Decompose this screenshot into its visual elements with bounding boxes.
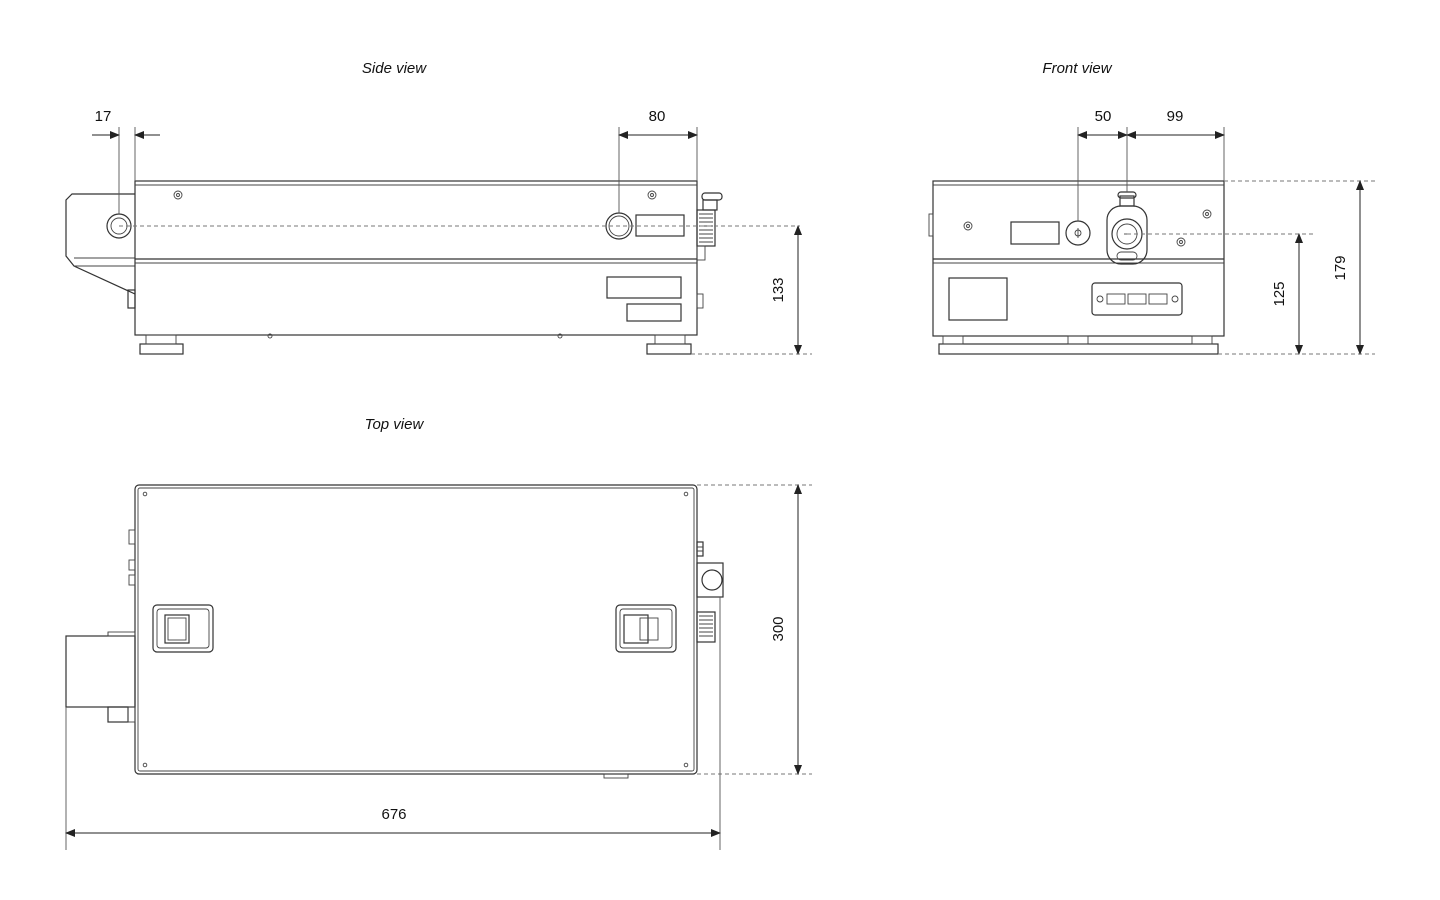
knob-icon [1117, 191, 1137, 199]
top-view-title: Top view [365, 416, 425, 433]
front-view-title: Front view [1042, 60, 1112, 77]
connector-icon [1106, 293, 1126, 305]
side-main-body [134, 180, 698, 336]
connector-icon [1148, 293, 1168, 305]
screw-icon [1202, 209, 1212, 219]
dim-label: 80 [649, 108, 666, 125]
knob-icon [701, 192, 723, 201]
top-view: Top view 3 [65, 416, 812, 850]
top-connector [696, 611, 716, 643]
front-base [938, 343, 1219, 355]
side-left-housing [65, 193, 136, 295]
dim-label: 300 [770, 616, 787, 641]
connector-panel [1091, 282, 1183, 316]
screw-icon [173, 190, 183, 200]
dim-label: 17 [95, 108, 112, 125]
dim-label: 676 [381, 806, 406, 823]
foot [646, 343, 692, 355]
foot [139, 343, 184, 355]
top-port-block [696, 562, 724, 598]
front-view: Front view [928, 60, 1375, 355]
side-connector [696, 209, 716, 247]
dim-label: 99 [1167, 108, 1184, 125]
dim-label: 179 [1332, 255, 1349, 280]
top-main-body [134, 484, 698, 775]
dim-label: 133 [770, 277, 787, 302]
handle [615, 604, 677, 653]
top-left-housing [65, 635, 136, 708]
screw-icon [963, 221, 973, 231]
front-vent-panel [948, 277, 1008, 321]
side-view: Side view [65, 60, 812, 355]
connector-icon [1127, 293, 1147, 305]
screw-icon [1176, 237, 1186, 247]
handle [152, 604, 214, 653]
dim-label: 50 [1095, 108, 1112, 125]
side-view-title: Side view [362, 60, 427, 77]
dim-label: 125 [1271, 281, 1288, 306]
fiber-port-icon [1106, 205, 1148, 265]
screw-icon [647, 190, 657, 200]
side-label-plate [635, 214, 685, 237]
side-label-plate [626, 303, 682, 322]
side-label-plate [606, 276, 682, 299]
front-label-plate [1010, 221, 1060, 245]
